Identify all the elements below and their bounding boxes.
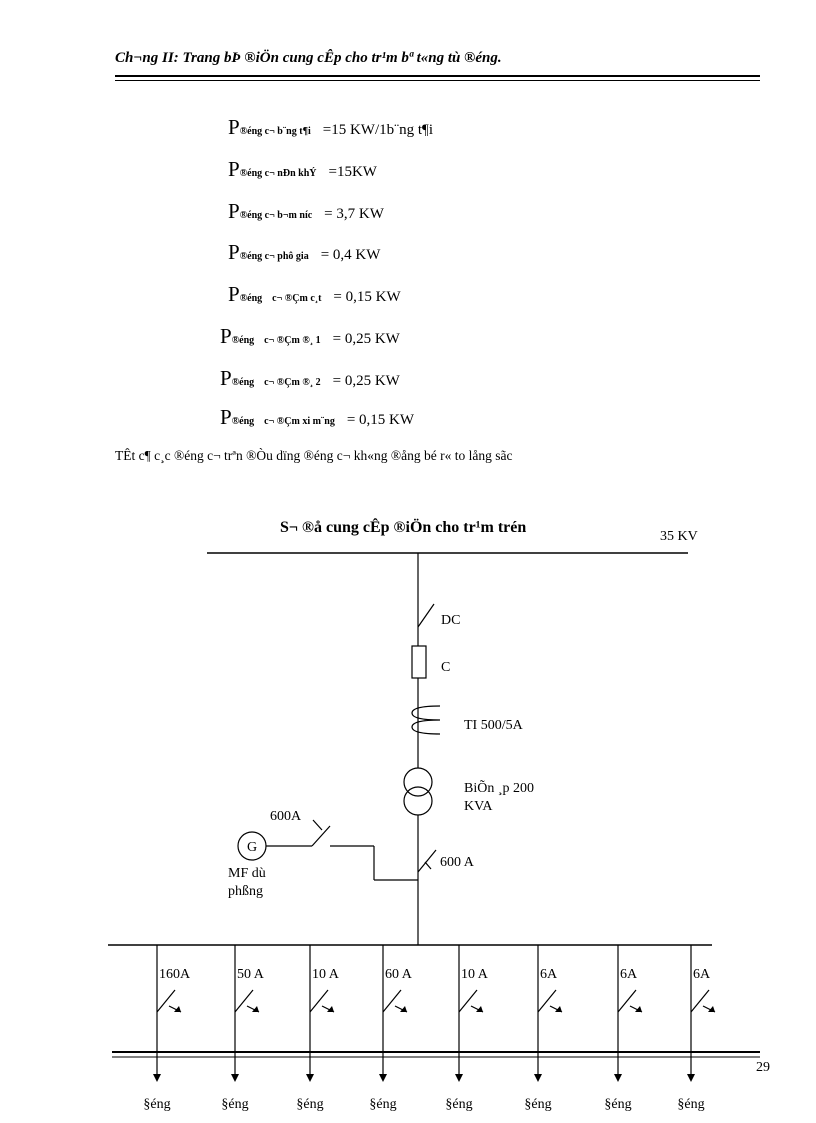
feeder-4: 60 A §éng [369, 945, 413, 1112]
feeder-rating: 6A [620, 967, 638, 982]
feeder-breaker [156, 989, 176, 1013]
feeder-breaker [234, 989, 254, 1013]
feeder-6: 6A §éng [524, 945, 563, 1112]
main-breaker-label: 600 A [440, 855, 475, 870]
feeder-7: 6A §éng [604, 945, 643, 1112]
power-line-2: P®éng c¬ nÐn khÝ=15KW [228, 157, 377, 181]
feeder-8: 6A §éng [677, 945, 716, 1112]
load-label: §éng [296, 1097, 323, 1112]
feeder-1: 160A §éng [143, 945, 191, 1112]
generator-letter: G [247, 840, 257, 855]
diagram-title: S¬ ®å cung cÊp ®iÖn cho tr¹m trén [280, 517, 526, 536]
power-line-5: P®éng c¬ ®Çm c¸t= 0,15 KW [228, 282, 401, 306]
power-line-4: P®éng c¬ phô gia= 0,4 KW [228, 240, 381, 264]
dc-switch [417, 603, 435, 628]
header-rule-thin [115, 80, 760, 81]
gen-label-1: MF dù [228, 866, 266, 881]
load-label: §éng [604, 1097, 631, 1112]
feeder-arrow [379, 1074, 387, 1082]
gen-label-2: phßng [228, 884, 263, 899]
feeder-rating: 10 A [312, 967, 340, 982]
feeder-rating: 6A [693, 967, 711, 982]
transformer-coil-1 [403, 767, 433, 797]
feeder-breaker [690, 989, 710, 1013]
feeder-breaker [617, 989, 637, 1013]
feeder-rating: 60 A [385, 967, 413, 982]
gen-breaker-switch [311, 825, 331, 847]
feeder-breaker [458, 989, 478, 1013]
feeder-rating: 10 A [461, 967, 489, 982]
load-label: §éng [143, 1097, 170, 1112]
dc-label: DC [441, 613, 460, 628]
feeder-3: 10 A §éng [296, 945, 340, 1112]
transformer-coil-2 [403, 786, 433, 816]
power-line-7: P®éng c¬ ®Çm ®¸ 2= 0,25 KW [220, 366, 400, 390]
feeder-arrow [687, 1074, 695, 1082]
c-label: C [441, 660, 450, 675]
load-label: §éng [221, 1097, 248, 1112]
power-line-1: P®éng c¬ b¨ng t¶i=15 KW/1b¨ng t¶i [228, 115, 434, 139]
transformer-label-1: BiÕn ¸p 200 [464, 779, 534, 796]
power-line-6: P®éng c¬ ®Çm ®¸ 1= 0,25 KW [220, 324, 400, 348]
feeder-rating: 6A [540, 967, 558, 982]
transformer-label-2: KVA [464, 799, 493, 814]
feeder-2: 50 A §éng [221, 945, 265, 1112]
current-transformer [411, 705, 441, 735]
motor-note: TÊt c¶ c¸c ®éng c¬ trªn ®Òu dïng ®éng c¬… [115, 448, 513, 463]
page-number: 29 [756, 1060, 770, 1075]
header-rule [115, 75, 760, 77]
feeder-arrow [614, 1074, 622, 1082]
power-line-8: P®éng c¬ ®Çm xi m¨ng= 0,15 KW [220, 405, 415, 429]
feeder-rating: 160A [159, 967, 191, 982]
feeder-arrow [306, 1074, 314, 1082]
fuse-c [411, 645, 427, 679]
feeder-arrow [534, 1074, 542, 1082]
ti-label: TI 500/5A [464, 718, 524, 733]
load-label: §éng [524, 1097, 551, 1112]
page-header: Ch¬ng II: Trang bÞ ®iÖn cung cÊp cho tr¹… [115, 50, 502, 66]
power-line-3: P®éng c¬ b¬m níc= 3,7 KW [228, 199, 384, 223]
feeder-breaker [382, 989, 402, 1013]
feeder-arrow [231, 1074, 239, 1082]
load-label: §éng [677, 1097, 704, 1112]
gen-breaker-label: 600A [270, 809, 302, 824]
feeder-arrow [153, 1074, 161, 1082]
feeder-breaker [309, 989, 329, 1013]
feeder-breaker [537, 989, 557, 1013]
feeder-rating: 50 A [237, 967, 265, 982]
main-breaker-switch [417, 849, 437, 873]
load-label: §éng [445, 1097, 472, 1112]
feeder-5: 10 A §éng [445, 945, 489, 1112]
voltage-label: 35 KV [660, 529, 698, 544]
feeder-arrow [455, 1074, 463, 1082]
load-label: §éng [369, 1097, 396, 1112]
